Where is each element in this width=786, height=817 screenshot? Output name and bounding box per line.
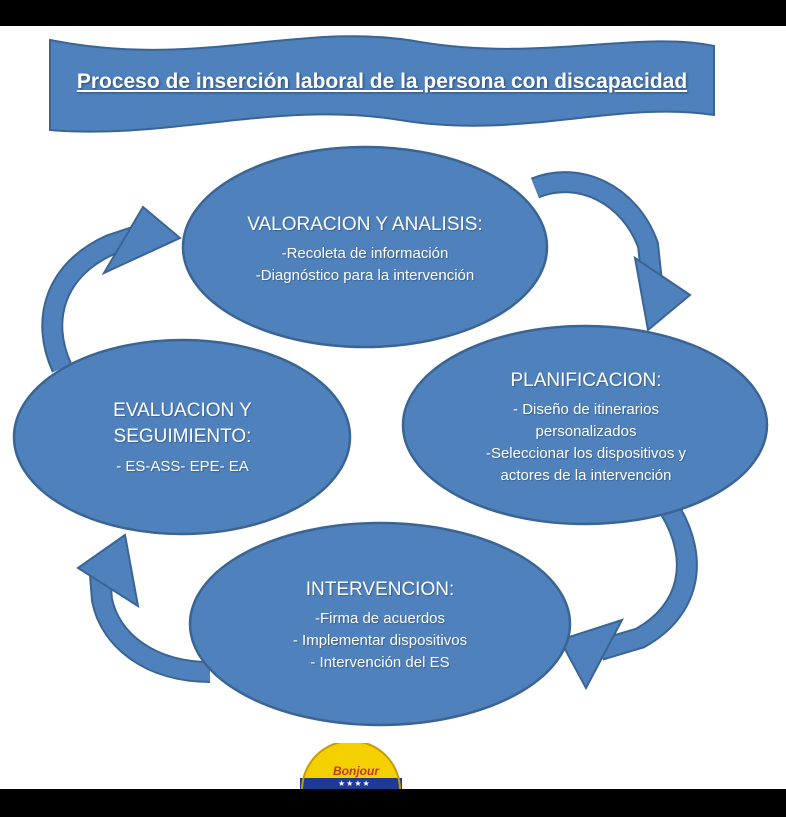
arrow-valoracion-to-planificacion — [530, 171, 692, 332]
logo-graphic — [300, 743, 402, 789]
diagram-title: Proceso de inserción laboral de la perso… — [76, 70, 688, 93]
node-intervencion-item: -Firma de acuerdos — [314, 610, 446, 627]
node-intervencion: INTERVENCION: -Firma de acuerdos - Imple… — [240, 570, 520, 682]
node-intervencion-item: - Implementar dispositivos — [292, 632, 468, 649]
node-planificacion-item: - Diseño de itinerarios — [513, 400, 659, 418]
node-evaluacion: EVALUACION Y SEGUIMIENTO: - ES-ASS- EPE-… — [95, 392, 270, 484]
node-valoracion-shape — [181, 145, 549, 349]
node-planificacion-shape — [401, 324, 769, 526]
node-evaluacion-shape — [12, 338, 352, 536]
node-valoracion-heading: VALORACION Y ANALISIS: — [247, 214, 483, 235]
node-planificacion-item: -Seleccionar los dispositivos y — [485, 444, 687, 462]
node-intervencion-heading: INTERVENCION: — [305, 579, 455, 600]
arrow-intervencion-to-evaluacion — [76, 533, 211, 683]
logo-stars: ★★★★ — [338, 779, 371, 788]
node-planificacion: PLANIFICACION: - Diseño de itinerarios p… — [450, 360, 722, 495]
logo-text: Bonjour — [333, 764, 379, 778]
node-valoracion-item: -Diagnóstico para la intervención — [255, 267, 475, 284]
node-valoracion-item: -Recoleta de información — [281, 245, 449, 262]
node-planificacion-item: actores de la intervención — [500, 466, 672, 484]
bottom-black-bar — [0, 789, 786, 817]
node-planificacion-heading: PLANIFICACION: — [510, 369, 662, 391]
logo: Bonjour ★★★★ — [300, 743, 402, 789]
node-planificacion-item: personalizados — [535, 422, 637, 440]
node-valoracion: VALORACION Y ANALISIS: -Recoleta de info… — [215, 200, 515, 300]
top-black-bar — [0, 0, 786, 26]
title-banner — [49, 35, 715, 133]
node-intervencion-item: - Intervención del ES — [310, 654, 450, 671]
node-evaluacion-heading: EVALUACION Y SEGUIMIENTO: — [113, 400, 252, 447]
node-evaluacion-item: - ES-ASS- EPE- EA — [116, 458, 249, 475]
node-intervencion-shape — [188, 521, 572, 727]
arrow-evaluacion-to-valoracion — [41, 205, 182, 373]
arrow-planificacion-to-intervencion — [558, 504, 698, 691]
